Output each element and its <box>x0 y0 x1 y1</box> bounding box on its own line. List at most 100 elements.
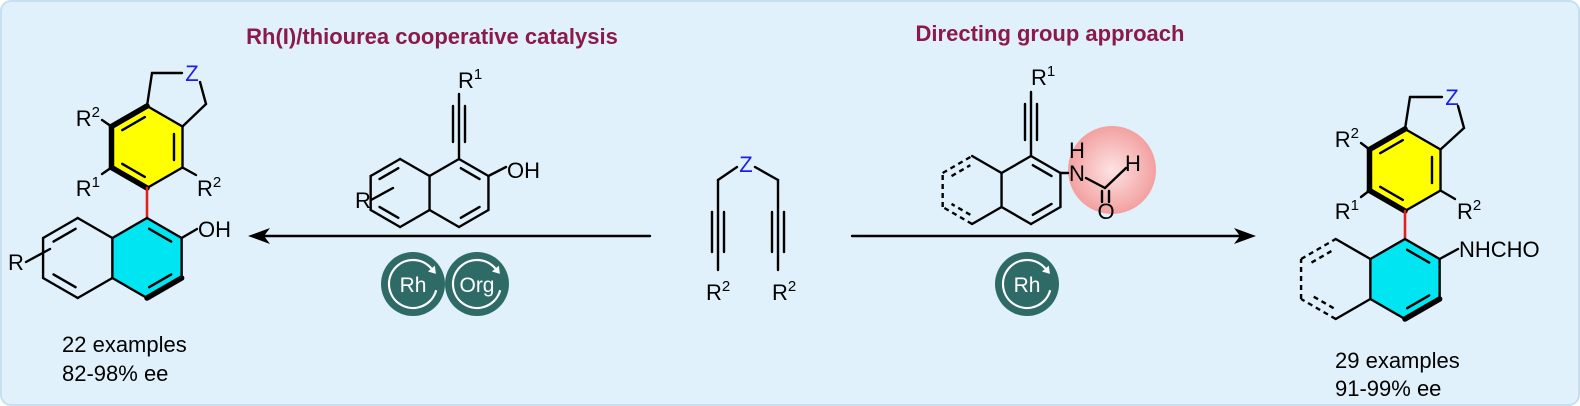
dashed-ring-bond <box>942 154 973 175</box>
ring-bond <box>369 157 402 178</box>
ring-bond <box>1029 205 1062 226</box>
cycle-arrow-icon <box>1001 258 1052 310</box>
five-ring-bond <box>145 71 154 108</box>
ring-bond <box>1369 297 1407 321</box>
inner-double-bond <box>1031 163 1053 178</box>
label-layer: Rh(I)/thiourea cooperative catalysis Dir… <box>8 21 1540 401</box>
ring-bond <box>1369 237 1407 261</box>
hydroxyl-bond <box>180 227 199 240</box>
bold-ring-bond <box>1366 126 1408 153</box>
five-ring-bond <box>198 80 208 106</box>
ring-bond <box>428 157 461 178</box>
inner-double-bond <box>1378 185 1405 202</box>
ring-bond <box>457 208 490 229</box>
ring-bond <box>398 208 431 229</box>
right-ee-range: 91-99% ee <box>1335 376 1441 401</box>
diyne-r2-left-label: R2 <box>706 278 730 305</box>
inner-double-bond <box>1405 248 1431 264</box>
inner-double-bond <box>459 166 481 181</box>
left-product-r2-lower-label: R2 <box>197 174 221 201</box>
left-product-r1-label: R1 <box>76 174 100 201</box>
right-reagent-n-label: N <box>1069 161 1085 186</box>
left-product-r2-upper-label: R2 <box>76 104 100 131</box>
left-product-r-label: R <box>8 250 24 275</box>
ring-bond <box>145 216 183 240</box>
directing-group-highlight <box>1068 126 1156 214</box>
diyne-z-label: Z <box>739 152 752 177</box>
inner-double-bond <box>1378 138 1405 155</box>
substituent-bond <box>100 118 113 128</box>
cycle-arrow-icon <box>451 258 502 310</box>
ring-bond <box>457 157 490 178</box>
ring-bond <box>111 216 149 240</box>
ring-bond <box>369 208 402 229</box>
ring-bond <box>1403 189 1442 213</box>
ring-bond <box>1029 154 1062 175</box>
ring-bond <box>145 104 184 128</box>
ring-bond <box>111 276 149 300</box>
substituent-bond <box>100 166 113 176</box>
inner-double-bond <box>1031 202 1053 217</box>
ring-bond <box>1334 237 1372 261</box>
left-route-title: Rh(I)/thiourea cooperative catalysis <box>246 24 618 49</box>
left-examples-count: 22 examples <box>62 332 187 357</box>
ring-bond <box>1000 154 1033 175</box>
inner-double-bond <box>378 166 400 181</box>
rh-catalyst-right-disc <box>995 252 1059 316</box>
ring-bond <box>970 205 1003 226</box>
dashed-ring-bond <box>1300 297 1337 321</box>
rh-catalyst-disc <box>381 252 445 316</box>
left-reagent-r1-label: R1 <box>458 66 482 93</box>
right-reagent-r1-label: R1 <box>1031 63 1055 90</box>
ring-bond <box>1403 237 1441 261</box>
inner-double-bond <box>147 273 173 289</box>
left-reaction-arrow-head <box>248 228 270 244</box>
right-product-r2-lower-label: R2 <box>1457 197 1481 224</box>
left-product-z-label: Z <box>185 61 198 86</box>
substituent-bond <box>369 186 395 202</box>
inner-double-bond <box>52 273 77 289</box>
inner-double-bond <box>459 205 481 220</box>
cycle-arrowhead-icon <box>1041 265 1050 274</box>
inner-double-bond <box>1405 294 1431 310</box>
rh-catalyst-label: Rh <box>400 274 427 297</box>
inner-double-bond <box>120 162 147 179</box>
diyne-bond <box>753 165 780 182</box>
inner-double-bond <box>378 205 400 220</box>
five-ring-bond <box>1403 95 1412 131</box>
right-reaction-arrow-head <box>1234 228 1256 244</box>
dashed-ring-bond <box>942 205 973 226</box>
inner-double-bond <box>120 115 147 132</box>
amide-bond <box>1084 176 1107 190</box>
ring-bond <box>1334 297 1372 321</box>
dashed-ring-bond <box>1300 237 1337 261</box>
ring-bond <box>970 154 1003 175</box>
bold-ring-bond <box>108 164 150 191</box>
right-reagent-formyl-h-label: H <box>1125 151 1141 176</box>
inner-double-bond <box>1310 294 1335 310</box>
inner-double-bond <box>147 227 173 243</box>
substituent-bond <box>1359 189 1371 199</box>
ring-bond <box>398 157 431 178</box>
rh-catalyst-right-label: Rh <box>1014 274 1041 297</box>
right-reagent-o-label: O <box>1097 199 1114 224</box>
bold-ring-bond <box>108 103 150 130</box>
inner-double-bond <box>52 227 77 243</box>
right-route-title: Directing group approach <box>916 21 1185 46</box>
ring-bond <box>1000 205 1033 226</box>
ring-bond <box>76 216 114 240</box>
right-product-r1-label: R1 <box>1335 197 1359 224</box>
left-ee-range: 82-98% ee <box>62 361 168 386</box>
five-ring-bond <box>1456 104 1466 130</box>
right-product-r2-upper-label: R2 <box>1335 125 1359 152</box>
left-reagent-oh-label: OH <box>507 158 540 183</box>
ring-bond <box>145 166 184 190</box>
inner-double-bond <box>950 202 971 216</box>
ring-bond <box>76 276 114 300</box>
ring-bond <box>1403 127 1442 151</box>
ring-bond <box>41 216 79 240</box>
substituent-bond <box>1439 189 1457 201</box>
diyne-r2-right-label: R2 <box>772 278 796 305</box>
cycle-arrowhead-icon <box>491 265 500 274</box>
formyl-h-bond <box>1103 166 1128 190</box>
